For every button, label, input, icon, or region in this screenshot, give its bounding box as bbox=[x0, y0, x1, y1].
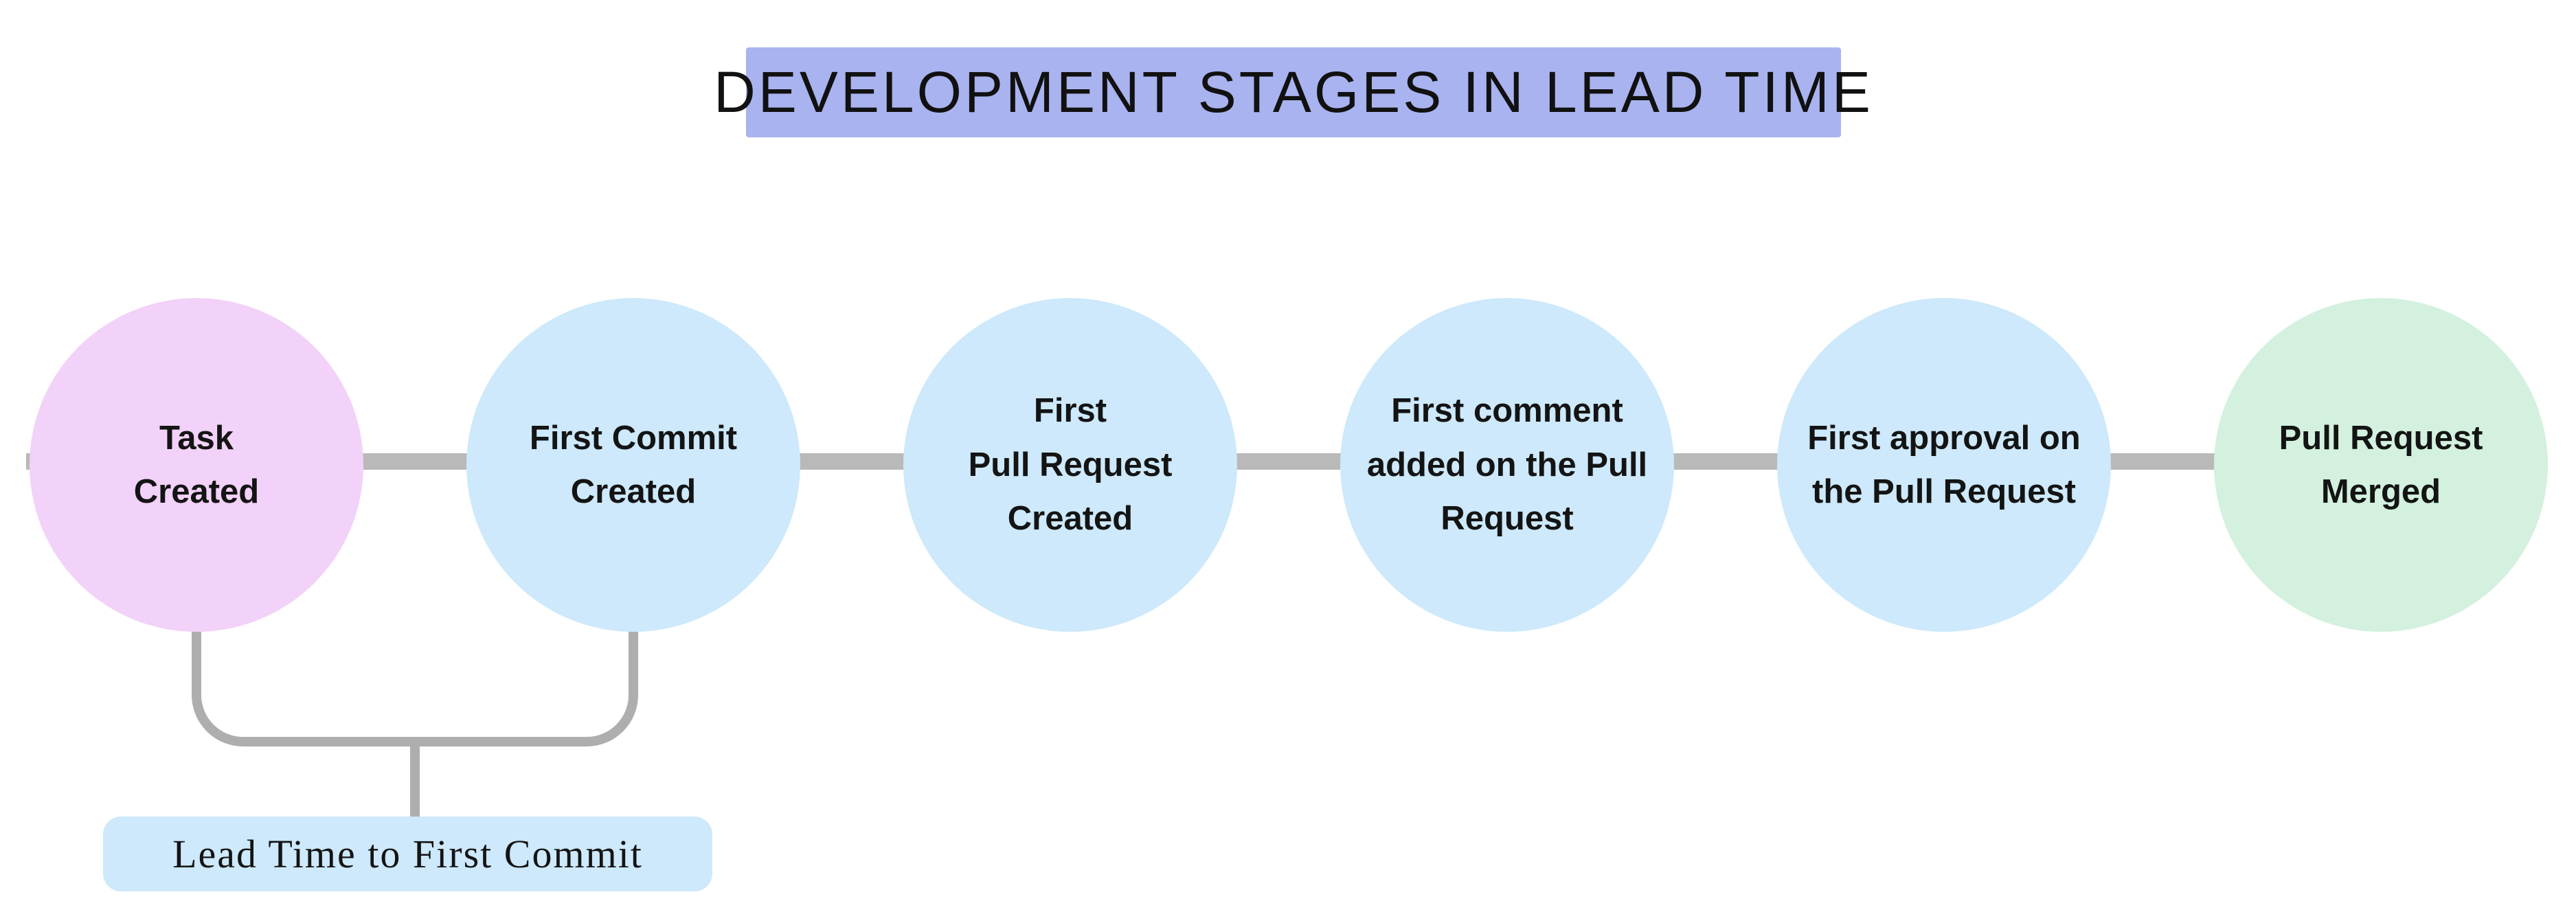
page-title: DEVELOPMENT STAGES IN LEAD TIME bbox=[714, 60, 1873, 124]
stage-circle-first-approval: First approval on the Pull Request bbox=[1777, 298, 2111, 632]
stage-label-line: First approval on bbox=[1807, 419, 2081, 457]
stage-label-line: Pull Request bbox=[968, 446, 1173, 483]
stage-label-line: the Pull Request bbox=[1812, 473, 2076, 510]
stage-label-line: First Commit bbox=[529, 419, 738, 457]
stage-label-line: Task bbox=[159, 419, 234, 457]
stage-label-line: Request bbox=[1440, 500, 1574, 538]
stage-label-line: Merged bbox=[2320, 473, 2441, 510]
annotation-box: Lead Time to First Commit bbox=[103, 817, 712, 891]
annotation-label: Lead Time to First Commit bbox=[172, 832, 643, 876]
stage-label-line: Created bbox=[570, 473, 697, 510]
stage-label-line: First comment bbox=[1391, 392, 1623, 430]
stage-label-line: First bbox=[1033, 392, 1107, 430]
lead-time-bracket-stem bbox=[410, 742, 420, 817]
stage-label-line: Created bbox=[1007, 500, 1133, 538]
stage-label-line: Created bbox=[133, 473, 260, 510]
stage-label-line: added on the Pull bbox=[1366, 446, 1648, 483]
title-box: DEVELOPMENT STAGES IN LEAD TIME bbox=[714, 47, 1871, 137]
stage-label-line: Pull Request bbox=[2279, 419, 2483, 457]
